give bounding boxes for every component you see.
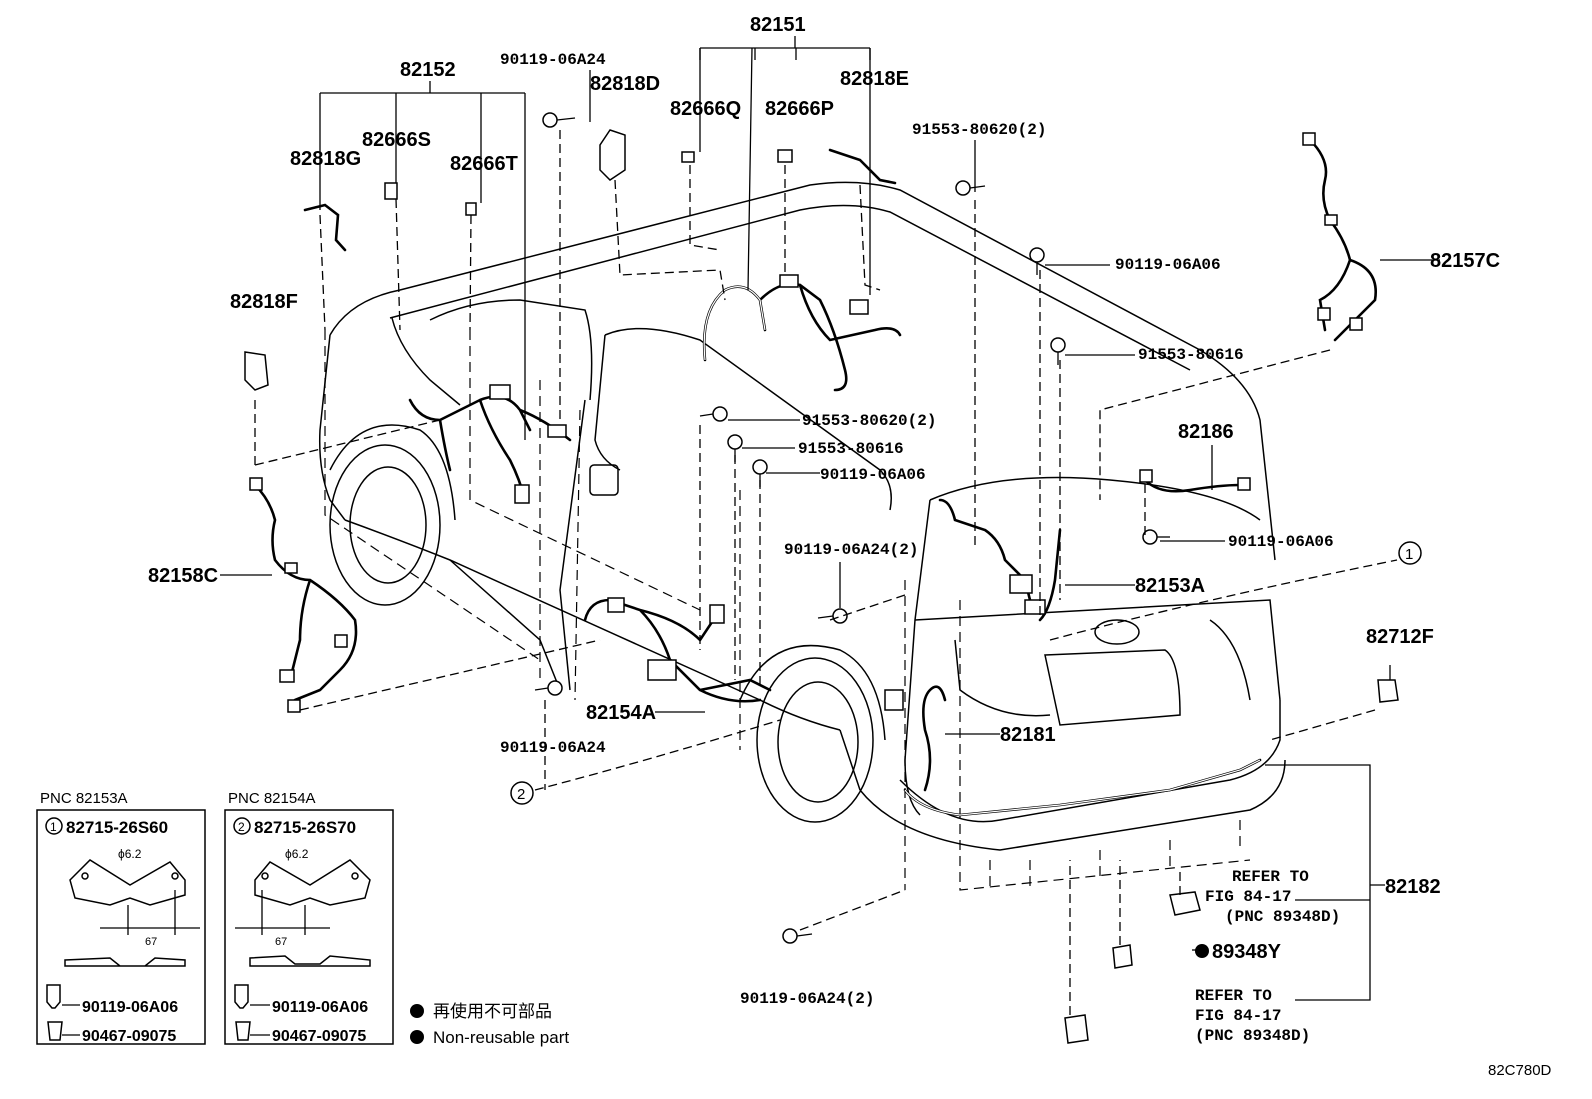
- callout-89348Y: 89348Y: [1212, 941, 1282, 963]
- callout-82818D: 82818D: [590, 73, 660, 95]
- non-reusable-dot-icon: [1195, 944, 1209, 958]
- marker-1-label: 1: [1405, 546, 1413, 563]
- harness-rear-82153A: [938, 498, 1062, 622]
- bolt-90119-06A06-c-icon: [1142, 529, 1170, 545]
- inset2-bracket-icon: [254, 859, 371, 906]
- inset1-marker-icon: [45, 817, 63, 835]
- ref2-line3: (PNC 89348D): [1195, 1027, 1310, 1045]
- bolt-91553-80620-mid-icon: [699, 406, 728, 422]
- legend-en: Non-reusable part: [433, 1028, 569, 1047]
- inset-82153A: PNC 82153A 1 82715-26S60 ϕ6.2 67 90119-0…: [36, 790, 206, 1045]
- harness-door-82181: [884, 685, 947, 792]
- callout-82666S: 82666S: [362, 129, 431, 151]
- ref1-line1: REFER TO: [1232, 868, 1309, 886]
- callout-90119-06A06-b: 90119-06A06: [820, 466, 926, 484]
- harness-bumper-82182: [903, 758, 1262, 817]
- marker-1-icon: [1398, 541, 1422, 565]
- callout-91553-80620-2-top: 91553-80620(2): [912, 121, 1046, 139]
- bolt-90119-06A24-top-icon: [542, 112, 576, 128]
- inset2-part: 82715-26S70: [254, 818, 356, 837]
- callout-90119-06A24-2-bottom: 90119-06A24(2): [740, 990, 874, 1008]
- ref2-line2: FIG 84-17: [1195, 1007, 1281, 1025]
- callout-82153A: 82153A: [1135, 575, 1205, 597]
- callouts: 82151 82152 90119-06A24 82818D 82666Q 82…: [148, 14, 1552, 1079]
- inset1-bracket-icon: [69, 859, 186, 906]
- marker-2-icon: [510, 781, 534, 805]
- callout-91553-80616-a: 91553-80616: [1138, 346, 1244, 364]
- callout-82186: 82186: [1178, 421, 1234, 443]
- callout-90119-06A06-a: 90119-06A06: [1115, 256, 1221, 274]
- bolt-90119-06A06-a-icon: [1029, 247, 1045, 275]
- callout-82818F: 82818F: [230, 291, 298, 313]
- ref1-line2: FIG 84-17: [1205, 888, 1291, 906]
- callout-90119-06A24-bottom: 90119-06A24: [500, 739, 606, 757]
- inset2-dim: 67: [275, 936, 287, 948]
- ref1-line3: (PNC 89348D): [1225, 908, 1340, 926]
- callout-82666Q: 82666Q: [670, 98, 741, 120]
- inset2-bracket-side-icon: [249, 955, 371, 967]
- inset1-bolt: 90119-06A06: [82, 999, 178, 1016]
- inset1-dim: 67: [145, 936, 157, 948]
- inset2-diameter: ϕ6.2: [285, 847, 309, 861]
- inset2-clip: 90467-09075: [272, 1028, 366, 1045]
- callout-91553-80616-b: 91553-80616: [798, 440, 904, 458]
- legend: 再使用不可部品 Non-reusable part: [410, 1001, 569, 1047]
- harness-front-82152: [408, 384, 572, 504]
- legend-dot-en-icon: [410, 1030, 424, 1044]
- harness-roof-82151: [702, 274, 902, 392]
- marker-2-label: 2: [517, 786, 525, 803]
- bolts: [534, 112, 1170, 944]
- inset1-title: PNC 82153A: [40, 790, 128, 807]
- callout-82151: 82151: [750, 14, 806, 36]
- callout-90119-06A24-top: 90119-06A24: [500, 51, 606, 69]
- bolt-90119-06A24-bottom-icon: [534, 680, 563, 696]
- callout-90119-06A06-c: 90119-06A06: [1228, 533, 1334, 551]
- callout-82712F: 82712F: [1366, 626, 1434, 648]
- harness-82186: [1139, 469, 1251, 493]
- inset1-part: 82715-26S60: [66, 818, 168, 837]
- harness-side-82154A: [583, 597, 772, 703]
- harness-82157C: [1302, 132, 1378, 342]
- bolt-90119-06A24-2-bottom-icon: [782, 928, 813, 944]
- inset1-clip-icon: [47, 1021, 63, 1041]
- small-parts: [244, 129, 1399, 703]
- bolt-91553-80620-top-icon: [955, 180, 986, 196]
- inset1-diameter: ϕ6.2: [118, 847, 142, 861]
- inset2-bolt: 90119-06A06: [272, 999, 368, 1016]
- diagram-code: 82C780D: [1488, 1062, 1552, 1079]
- inset1-marker: 1: [50, 820, 57, 834]
- callout-91553-80620-2-mid: 91553-80620(2): [802, 412, 936, 430]
- callout-82154A: 82154A: [586, 702, 656, 724]
- inset2-marker-icon: [233, 817, 251, 835]
- callout-82158C: 82158C: [148, 565, 218, 587]
- inset1-bracket-side-icon: [64, 957, 186, 967]
- callout-82182: 82182: [1385, 876, 1441, 898]
- vehicle-body: [318, 181, 1286, 891]
- bolt-91553-80616-a-icon: [1050, 337, 1066, 365]
- inset1-clip: 90467-09075: [82, 1028, 176, 1045]
- callout-82666P: 82666P: [765, 98, 834, 120]
- ref2-line1: REFER TO: [1195, 987, 1272, 1005]
- inset-82154A: PNC 82154A 2 82715-26S70 ϕ6.2 67 90119-0…: [224, 790, 394, 1045]
- callout-82157C: 82157C: [1430, 250, 1500, 272]
- bolt-90119-06A24-2-mid-icon: [817, 608, 848, 624]
- callout-82181: 82181: [1000, 724, 1056, 746]
- leader-lines: [220, 36, 1440, 1015]
- harness-82158C: [249, 477, 358, 713]
- inset2-marker: 2: [238, 820, 245, 834]
- callout-82818E: 82818E: [840, 68, 909, 90]
- callout-82152: 82152: [400, 59, 456, 81]
- inset1-bolt-icon: [46, 984, 61, 1009]
- legend-dot-jp-icon: [410, 1004, 424, 1018]
- inset2-bolt-icon: [234, 984, 249, 1009]
- bumper-clips: [1064, 891, 1201, 1044]
- callout-90119-06A24-2-mid: 90119-06A24(2): [784, 541, 918, 559]
- legend-jp: 再使用不可部品: [433, 1001, 552, 1021]
- callout-82666T: 82666T: [450, 153, 518, 175]
- inset2-title: PNC 82154A: [228, 790, 316, 807]
- callout-82818G: 82818G: [290, 148, 361, 170]
- inset2-clip-icon: [235, 1021, 251, 1041]
